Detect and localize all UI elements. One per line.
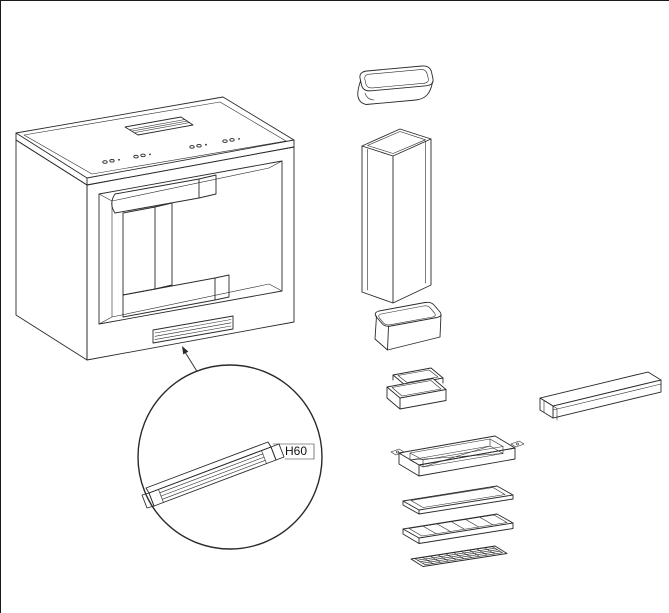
cabinet-with-downdraft-hob-drawing — [15, 96, 295, 361]
vertical-flat-duct-part — [361, 128, 432, 304]
plinth-vent-grille-icon — [152, 315, 234, 344]
internal-vertical-duct — [122, 202, 173, 296]
slotted-grille-insert-part — [410, 545, 508, 567]
cabinet-left-face — [15, 139, 88, 361]
stepped-duct-coupling-part — [386, 367, 447, 410]
hob-top-surface — [15, 96, 295, 179]
segmented-grille-frame-part — [402, 513, 514, 544]
duct-connector-box-part — [374, 301, 442, 351]
hob-air-inlet-grille-icon — [124, 116, 194, 136]
cabinet-front-face — [86, 146, 295, 361]
callout-arrow — [182, 346, 199, 374]
extractor-housing — [111, 174, 217, 214]
height-dimension: H60 — [272, 443, 315, 460]
magnifier-circle — [137, 364, 323, 550]
plinth-grille-detail-callout: H60 — [137, 364, 323, 550]
flat-duct-elbow-part — [357, 65, 434, 105]
cabinet-opening — [98, 160, 283, 325]
plinth-grille-housing-part — [390, 435, 525, 477]
hob-control-marks — [102, 138, 240, 164]
horizontal-flat-duct-part — [539, 371, 662, 421]
grille-mounting-frame-part — [402, 485, 514, 515]
internal-bottom-plenum — [122, 274, 230, 318]
dimension-label: H60 — [285, 444, 307, 458]
hob-surface-inner-edge — [23, 101, 287, 175]
plinth-grille-enlarged — [141, 441, 285, 509]
